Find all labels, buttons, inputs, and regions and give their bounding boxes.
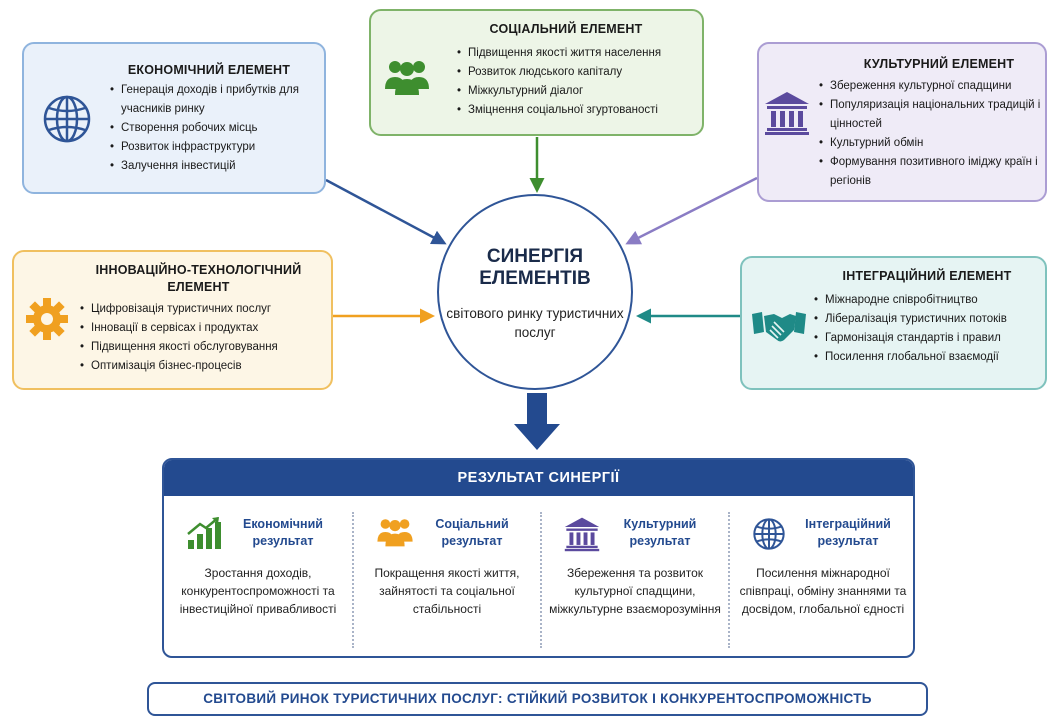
- result-title: Інтеграційний результат: [805, 517, 891, 548]
- list-item: Зміцнення соціальної згуртованості: [457, 101, 702, 120]
- column-divider: [352, 512, 354, 648]
- synergy-result-panel: РЕЗУЛЬТАТ СИНЕРГІЇ Економічний результат…: [162, 458, 915, 658]
- innovation-element-title: ІННОВАЦІЙНО-ТЕХНОЛОГІЧНИЙ ЕЛЕМЕНТ: [95, 263, 302, 294]
- social-element-list: Підвищення якості життя населення Розвит…: [457, 44, 702, 120]
- social-element-title: СОЦІАЛЬНИЙ ЕЛЕМЕНТ: [489, 22, 643, 36]
- growth-chart-icon: [186, 516, 222, 555]
- economic-element-title: ЕКОНОМІЧНИЙ ЕЛЕМЕНТ: [127, 63, 291, 77]
- museum-icon: [763, 90, 811, 141]
- list-item: Міжкультурний діалог: [457, 82, 702, 101]
- result-header: РЕЗУЛЬТАТ СИНЕРГІЇ: [164, 460, 913, 496]
- list-item: Популяризація національних традицій і ці…: [819, 96, 1045, 134]
- list-item: Підвищення якості обслуговування: [80, 338, 330, 357]
- list-item: Лібералізація туристичних потоків: [814, 310, 1046, 329]
- integration-element-list: Міжнародне співробітництво Лібералізація…: [814, 291, 1046, 367]
- footer-banner: СВІТОВИЙ РИНОК ТУРИСТИЧНИХ ПОСЛУГ: СТІЙК…: [147, 682, 928, 716]
- result-column-social: Соціальний результат Покращення якості ж…: [353, 496, 540, 656]
- synergy-subtitle: світового ринку туристичних послуг: [446, 306, 624, 340]
- cultural-element-list: Збереження культурної спадщини Популяриз…: [819, 77, 1045, 191]
- synergy-center-circle: СИНЕРГІЯ ЕЛЕМЕНТІВ світового ринку турис…: [437, 194, 633, 390]
- innovation-element-list: Цифровізація туристичних послуг Інноваці…: [80, 300, 330, 376]
- handshake-icon: [750, 306, 808, 351]
- cultural-element-box: КУЛЬТУРНИЙ ЕЛЕМЕНТ Збереження культурної…: [757, 42, 1047, 202]
- list-item: Генерація доходів і прибутків для учасни…: [110, 81, 325, 119]
- result-column-economic: Економічний результат Зростання доходів,…: [164, 496, 351, 656]
- list-item: Міжнародне співробітництво: [814, 291, 1046, 310]
- result-title: Соціальний результат: [435, 517, 509, 548]
- list-item: Культурний обмін: [819, 134, 1045, 153]
- result-title: Економічний результат: [243, 517, 323, 548]
- result-text: Покращення якості життя, зайнятості та с…: [374, 566, 520, 616]
- list-item: Розвиток людського капіталу: [457, 63, 702, 82]
- list-item: Залучення інвестицій: [110, 157, 325, 176]
- result-column-cultural: Культурний результат Збереження та розви…: [541, 496, 728, 656]
- globe-icon: [751, 516, 787, 557]
- arrow-to-result: [514, 393, 560, 450]
- people-icon: [383, 57, 431, 102]
- result-text: Збереження та розвиток культурної спадщи…: [549, 566, 721, 616]
- list-item: Розвиток інфраструктури: [110, 138, 325, 157]
- list-item: Підвищення якості життя населення: [457, 44, 702, 63]
- gear-icon: [24, 296, 70, 347]
- economic-element-list: Генерація доходів і прибутків для учасни…: [110, 81, 325, 176]
- result-title: Культурний результат: [623, 517, 697, 548]
- globe-icon: [40, 92, 94, 151]
- cultural-element-title: КУЛЬТУРНИЙ ЕЛЕМЕНТ: [863, 57, 1015, 71]
- synergy-title: СИНЕРГІЯ ЕЛЕМЕНТІВ: [479, 246, 591, 289]
- arrow-cultural: [625, 176, 758, 245]
- column-divider: [728, 512, 730, 648]
- integration-element-box: ІНТЕГРАЦІЙНИЙ ЕЛЕМЕНТ Міжнародне співроб…: [740, 256, 1047, 390]
- list-item: Гармонізація стандартів і правил: [814, 329, 1046, 348]
- list-item: Створення робочих місць: [110, 119, 325, 138]
- column-divider: [540, 512, 542, 648]
- list-item: Збереження культурної спадщини: [819, 77, 1045, 96]
- list-item: Цифровізація туристичних послуг: [80, 300, 330, 319]
- economic-element-box: ЕКОНОМІЧНИЙ ЕЛЕМЕНТ Генерація доходів і …: [22, 42, 326, 194]
- list-item: Посилення глобальної взаємодії: [814, 348, 1046, 367]
- result-column-integration: Інтеграційний результат Посилення міжнар…: [729, 496, 913, 656]
- people-icon: [375, 516, 415, 553]
- innovation-element-box: ІННОВАЦІЙНО-ТЕХНОЛОГІЧНИЙ ЕЛЕМЕНТ Цифров…: [12, 250, 333, 390]
- list-item: Інновації в сервісах і продуктах: [80, 319, 330, 338]
- result-text: Зростання доходів, конкурентоспроможност…: [179, 566, 337, 616]
- result-text: Посилення міжнародної співпраці, обміну …: [739, 566, 907, 616]
- museum-icon: [563, 516, 601, 557]
- list-item: Оптимізація бізнес-процесів: [80, 357, 330, 376]
- integration-element-title: ІНТЕГРАЦІЙНИЙ ЕЛЕМЕНТ: [842, 269, 1012, 283]
- arrow-economic: [325, 178, 447, 245]
- social-element-box: СОЦІАЛЬНИЙ ЕЛЕМЕНТ Підвищення якості жит…: [369, 9, 704, 136]
- list-item: Формування позитивного іміджу країн і ре…: [819, 153, 1045, 191]
